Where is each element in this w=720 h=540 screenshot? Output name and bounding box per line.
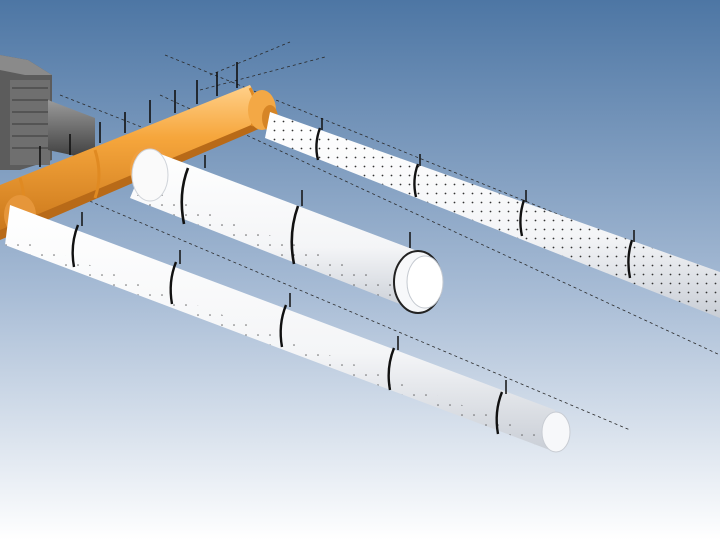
header-hangers bbox=[39, 62, 238, 167]
fabric-duct-middle bbox=[130, 148, 444, 314]
fabric-duct-top bbox=[265, 112, 720, 318]
fabric-duct-bottom bbox=[5, 205, 571, 453]
fan-unit bbox=[0, 55, 95, 170]
